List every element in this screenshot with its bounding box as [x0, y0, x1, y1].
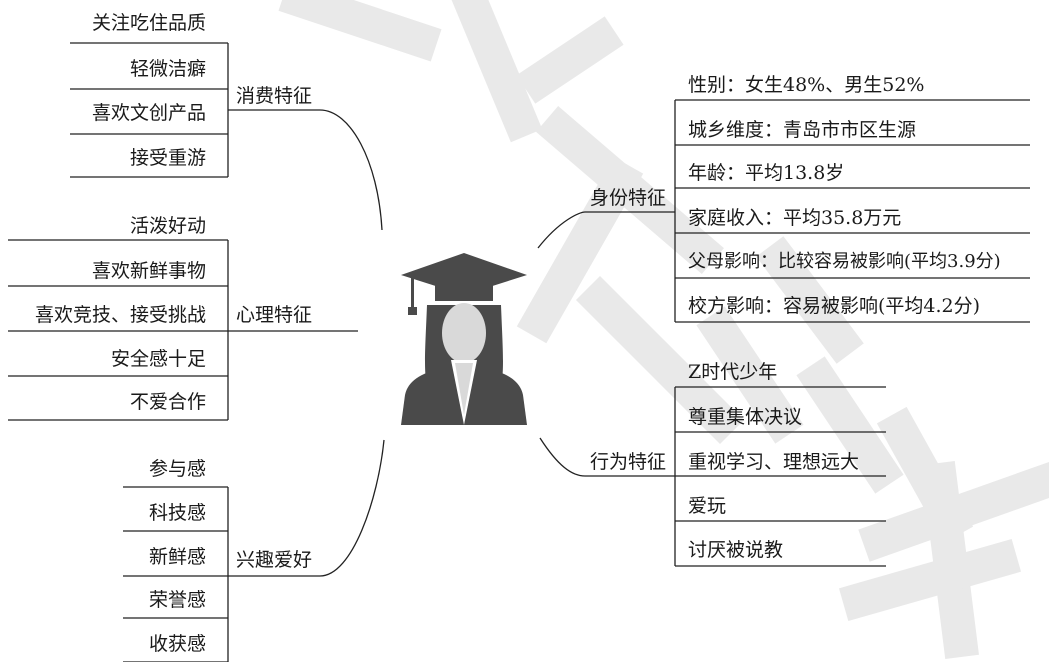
left-item: 轻微洁癖	[129, 58, 206, 80]
branch-title: 身份特征	[590, 187, 667, 209]
right-item: 性别：女生48%、男生52%	[688, 74, 925, 96]
student-graduate-icon	[401, 253, 527, 425]
right-item: 校方影响：容易被影响(平均4.2分)	[688, 295, 981, 317]
branch-title: 行为特征	[590, 451, 667, 473]
branch-title: 消费特征	[236, 85, 313, 107]
right-item: 重视学习、理想远大	[688, 451, 860, 473]
right-item: 尊重集体决议	[688, 406, 803, 428]
left-item: 接受重游	[129, 147, 206, 169]
right-item: 城乡维度：青岛市市区生源	[688, 119, 917, 141]
left-item: 关注吃住品质	[91, 12, 206, 34]
left-item: 收获感	[148, 633, 206, 655]
right-item: 年龄：平均13.8岁	[688, 162, 845, 184]
left-item: 不爱合作	[129, 391, 206, 413]
left-item: 喜欢竞技、接受挑战	[34, 304, 206, 326]
left-item: 安全感十足	[110, 348, 206, 370]
left-item: 参与感	[148, 458, 206, 480]
branch-title: 心理特征	[236, 304, 313, 326]
right-item: Z时代少年	[688, 361, 778, 383]
left-item: 荣誉感	[148, 589, 206, 611]
right-item: 父母影响：比较容易被影响(平均3.9分)	[688, 251, 1001, 272]
left-item: 活泼好动	[129, 215, 206, 237]
left-item: 喜欢文创产品	[91, 102, 206, 124]
right-item: 讨厌被说教	[688, 539, 784, 561]
left-item: 科技感	[148, 502, 206, 524]
branch-title: 兴趣爱好	[236, 549, 313, 571]
right-item: 爱玩	[688, 495, 727, 517]
left-item: 喜欢新鲜事物	[91, 260, 206, 282]
left-item: 新鲜感	[148, 546, 206, 568]
right-item: 家庭收入：平均35.8万元	[688, 207, 902, 229]
